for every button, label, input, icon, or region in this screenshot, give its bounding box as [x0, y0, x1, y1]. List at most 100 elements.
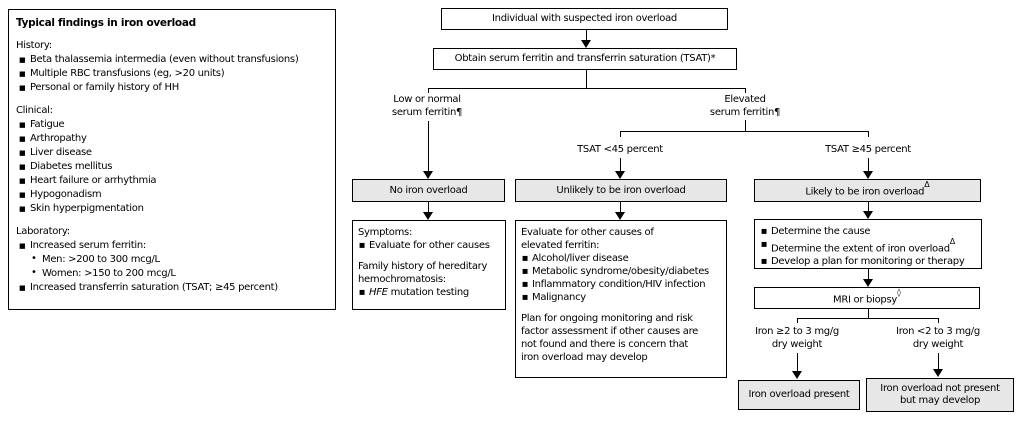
square-bullet-icon: ■	[19, 135, 26, 143]
connector-line	[797, 318, 798, 323]
arrow-down-icon	[581, 40, 591, 48]
arrow-down-icon	[615, 212, 625, 220]
arrow-down-icon	[615, 171, 625, 179]
dot-bullet-icon: •	[31, 253, 37, 264]
footnote-diamond-marker: ◊	[896, 287, 901, 297]
connector-line	[428, 202, 429, 213]
node-symptoms-evaluation: Symptoms: ■Evaluate for other causes Fam…	[352, 220, 506, 310]
connector-line	[868, 269, 869, 280]
connector-line	[868, 158, 869, 172]
list-item: ■Metabolic syndrome/obesity/diabetes	[522, 266, 709, 277]
laboratory-section: Laboratory: ■Increased serum ferritin: •…	[16, 225, 329, 295]
square-bullet-icon: ■	[19, 205, 26, 213]
connector-line	[586, 70, 587, 88]
square-bullet-icon: ■	[522, 293, 528, 301]
list-item: ■Beta thalassemia intermedia (even witho…	[19, 54, 299, 65]
node-obtain-tests: Obtain serum ferritin and transferrin sa…	[433, 48, 737, 70]
square-bullet-icon: ■	[19, 191, 26, 199]
connector-line	[745, 120, 746, 132]
connector-line	[797, 353, 798, 372]
connector-line	[620, 131, 869, 132]
list-item: ■Inflammatory condition/HIV infection	[522, 279, 706, 290]
clinical-section: Clinical: ■Fatigue ■Arthropathy ■Liver d…	[16, 104, 329, 216]
arrow-down-icon	[863, 279, 873, 287]
findings-panel: Typical findings in iron overload Histor…	[8, 9, 336, 310]
square-bullet-icon: ■	[19, 163, 26, 171]
square-bullet-icon: ■	[359, 241, 365, 249]
list-item: ■Determine the cause	[761, 226, 871, 237]
connector-line	[797, 318, 939, 319]
connector-line	[620, 158, 621, 172]
list-item: ■Multiple RBC transfusions (eg, >20 unit…	[19, 68, 225, 79]
node-iron-overload-present: Iron overload present	[738, 380, 860, 410]
square-bullet-icon: ■	[19, 56, 26, 64]
connector-line	[868, 131, 869, 137]
dot-bullet-icon: •	[31, 267, 37, 278]
section-heading-clinical: Clinical:	[16, 105, 53, 116]
list-item: ■Increased serum ferritin:	[19, 240, 146, 251]
list-item: ■Alcohol/liver disease	[522, 253, 629, 264]
connector-line	[620, 202, 621, 213]
connector-line	[938, 353, 939, 370]
connector-line	[868, 202, 869, 212]
square-bullet-icon: ■	[522, 267, 528, 275]
square-bullet-icon: ■	[761, 257, 767, 266]
label-tsat-45-or-more: TSAT ≥45 percent	[825, 144, 911, 155]
label-iron-high: Iron ≥2 to 3 mg/g dry weight	[755, 326, 839, 350]
label-low-normal-ferritin: Low or normal serum ferritin¶	[391, 94, 463, 118]
label-elevated-ferritin: Elevated serum ferritin¶	[709, 94, 781, 118]
label-iron-low: Iron <2 to 3 mg/g dry weight	[896, 326, 980, 350]
list-item: ■Skin hyperpigmentation	[19, 203, 144, 214]
square-bullet-icon: ■	[359, 288, 365, 296]
list-item: ■Evaluate for other causes	[359, 240, 490, 251]
connector-line	[868, 309, 869, 318]
connector-line	[938, 318, 939, 323]
section-heading-laboratory: Laboratory:	[16, 226, 70, 237]
square-bullet-icon: ■	[19, 70, 26, 78]
panel-title: Typical findings in iron overload	[16, 17, 196, 29]
list-item: ■Increased transferrin saturation (TSAT;…	[19, 282, 278, 293]
list-item: ■Malignancy	[522, 292, 586, 303]
list-item: ■Personal or family history of HH	[19, 82, 179, 93]
arrow-down-icon	[423, 171, 433, 179]
node-mri-or-biopsy: MRI or biopsy◊	[754, 287, 980, 309]
list-item: ■Fatigue	[19, 119, 65, 130]
square-bullet-icon: ■	[19, 284, 26, 292]
node-start: Individual with suspected iron overload	[441, 8, 728, 30]
history-section: History: ■Beta thalassemia intermedia (e…	[16, 39, 329, 95]
list-item: ■Determine the extent of iron overloadΔ	[761, 237, 956, 255]
connector-line	[745, 88, 746, 93]
footnote-delta-marker: Δ	[949, 237, 956, 246]
section-heading-history: History:	[16, 40, 52, 51]
arrow-down-icon	[933, 369, 943, 377]
square-bullet-icon: ■	[19, 84, 26, 92]
connector-line	[428, 88, 429, 93]
footnote-delta-marker: Δ	[924, 180, 930, 190]
arrow-down-icon	[423, 212, 433, 220]
arrow-down-icon	[863, 211, 873, 219]
list-item: ■Develop a plan for monitoring or therap…	[761, 256, 965, 268]
connector-line	[620, 131, 621, 137]
square-bullet-icon: ■	[19, 149, 26, 157]
connector-line	[428, 88, 746, 89]
list-item: ■Hypogonadism	[19, 189, 102, 200]
node-determine-plan: ■Determine the cause ■Determine the exte…	[754, 219, 982, 269]
list-subitem: •Women: >150 to 200 mcg/L	[31, 267, 176, 279]
node-evaluate-other-causes: Evaluate for other causes of elevated fe…	[515, 220, 727, 378]
square-bullet-icon: ■	[19, 242, 26, 250]
label-tsat-below-45: TSAT <45 percent	[577, 144, 663, 155]
list-item: ■Arthropathy	[19, 133, 87, 144]
square-bullet-icon: ■	[522, 254, 528, 262]
connector-line	[586, 30, 587, 41]
list-subitem: •Men: >200 to 300 mcg/L	[31, 253, 160, 265]
square-bullet-icon: ■	[19, 121, 26, 129]
list-item: ■Diabetes mellitus	[19, 161, 113, 172]
square-bullet-icon: ■	[522, 280, 528, 288]
node-likely-iron-overload: Likely to be iron overloadΔ	[754, 179, 981, 202]
square-bullet-icon: ■	[761, 240, 767, 248]
list-item: ■Heart failure or arrhythmia	[19, 175, 157, 186]
arrow-down-icon	[863, 171, 873, 179]
node-unlikely-iron-overload: Unlikely to be iron overload	[515, 179, 727, 202]
